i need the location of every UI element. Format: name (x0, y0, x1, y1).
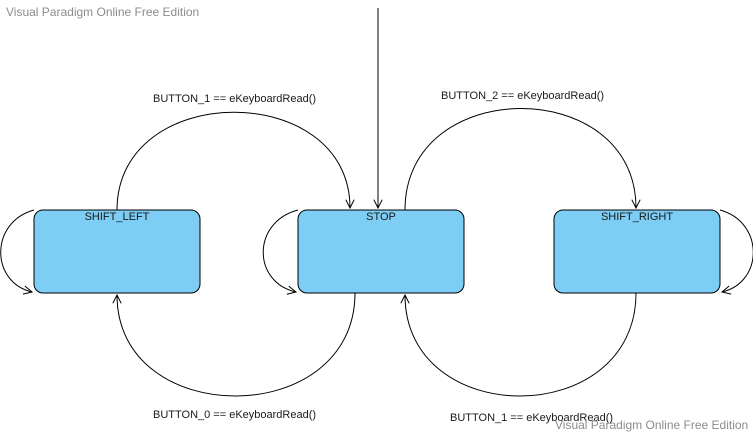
self-loop-shift-right[interactable] (719, 209, 753, 292)
transition-left-to-stop[interactable] (116, 111, 350, 211)
label-right-to-stop: BUTTON_1 == eKeyboardRead() (450, 412, 613, 424)
label-stop-to-right: BUTTON_2 == eKeyboardRead() (441, 90, 604, 102)
state-shift-right[interactable]: SHIFT_RIGHT (553, 209, 721, 294)
self-loop-stop[interactable] (262, 209, 299, 292)
state-stop[interactable]: STOP (297, 209, 465, 294)
watermark-top: Visual Paradigm Online Free Edition (6, 5, 200, 19)
transition-stop-to-right[interactable] (404, 108, 636, 211)
state-shift-left[interactable]: SHIFT_LEFT (33, 209, 201, 294)
transition-right-to-stop[interactable] (405, 292, 637, 397)
label-stop-to-left: BUTTON_0 == eKeyboardRead() (153, 409, 316, 421)
self-loop-shift-left[interactable] (0, 209, 35, 292)
state-shift-right-label: SHIFT_RIGHT (601, 211, 673, 223)
state-stop-label: STOP (366, 211, 396, 223)
watermark-bottom: Visual Paradigm Online Free Edition (555, 418, 749, 432)
transition-stop-to-left[interactable] (117, 292, 356, 397)
label-left-to-stop: BUTTON_1 == eKeyboardRead() (153, 93, 316, 105)
state-shift-left-label: SHIFT_LEFT (85, 211, 150, 223)
